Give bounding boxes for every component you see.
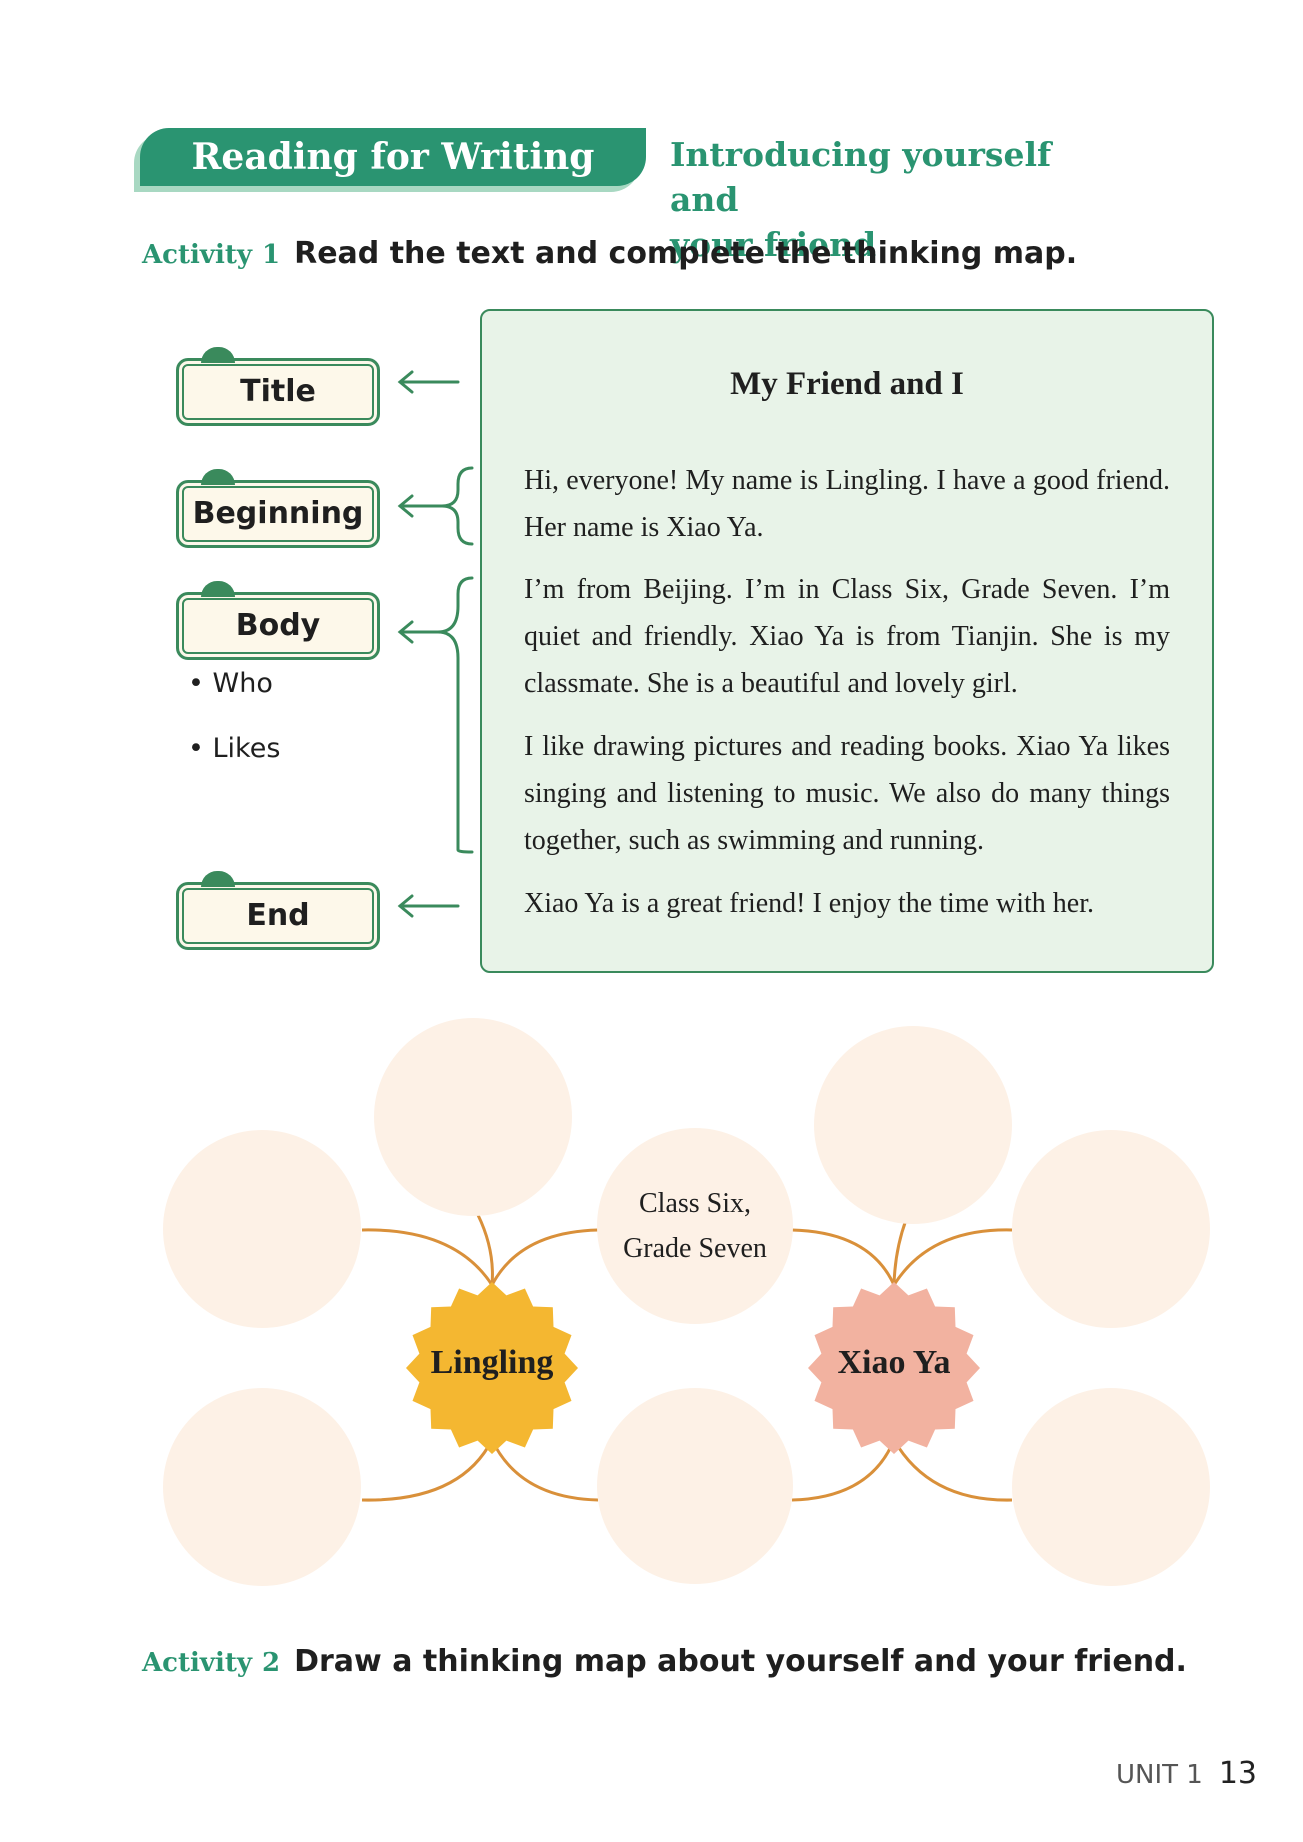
passage-paragraph-1: Hi, everyone! My name is Lingling. I hav… (524, 465, 1170, 543)
line-lingling-shared-top (490, 1228, 599, 1286)
line-lingling-lower-left (361, 1439, 494, 1502)
mind-map-lines (361, 1214, 1013, 1502)
map-label-beginning: Beginning (176, 469, 380, 548)
passage-paragraph-2: I’m from Beijing. I’m in Class Six, Grad… (524, 574, 1170, 699)
body-point-likes: • Likes (188, 733, 281, 764)
subtitle-line-2: your friend (670, 225, 877, 264)
blank-circle-top-left (374, 1018, 572, 1216)
shared-line-1: Class Six, (638, 1188, 752, 1219)
subtitle-line-1: Introducing yourself and (670, 135, 1052, 219)
section-title: Reading for Writing (140, 128, 646, 186)
end-connector (397, 894, 460, 918)
shared-line-2: Grade Seven (623, 1233, 767, 1264)
passage-paragraph-4: Xiao Ya is a great friend! I enjoy the t… (524, 888, 1094, 919)
end-arrow-line (397, 894, 460, 918)
activity-instruction: Read the text and complete the thinking … (294, 236, 1078, 271)
passage-paragraph-3: I like drawing pictures and reading book… (524, 731, 1170, 856)
activity-1-heading: Activity 1 Read the text and complete the … (142, 236, 1077, 271)
beginning-brace (441, 466, 474, 546)
activity-instruction: Draw a thinking map about yourself and y… (294, 1644, 1187, 1679)
passage-title: My Friend and I (730, 366, 964, 402)
line-lingling-top (476, 1214, 494, 1286)
xiaoya-burst (808, 1282, 980, 1454)
blank-circle-lower-left (163, 1388, 361, 1586)
line-xiaoya-upper-right (892, 1228, 1013, 1286)
map-label-body: Body (176, 581, 380, 660)
blank-circle-top-right (814, 1026, 1012, 1224)
xiaoya-label: Xiao Ya (837, 1344, 951, 1381)
line-xiaoya-lower-right (892, 1439, 1013, 1502)
section-subtitle: Introducing yourself and your friend (670, 132, 1130, 267)
map-connectors (397, 370, 474, 854)
activity-label: Activity (142, 1648, 252, 1678)
line-xiaoya-shared-top (791, 1228, 896, 1286)
shared-circle: Class Six, Grade Seven (597, 1128, 793, 1324)
body-arrow (397, 620, 440, 644)
line-xiaoya-shared-bottom (791, 1439, 896, 1502)
page-footer: UNIT 1 13 (1116, 1756, 1257, 1791)
reading-passage-panel (480, 309, 1214, 973)
blank-circle-lower-right (1012, 1388, 1210, 1586)
map-label-end: End (176, 871, 380, 950)
activity-label: Activity (142, 240, 252, 270)
activity-number: 1 (262, 240, 281, 270)
blank-circle-upper-right (1012, 1130, 1210, 1328)
blank-circle-upper-left (163, 1130, 361, 1328)
line-lingling-shared-bottom (490, 1439, 599, 1502)
page-number: 13 (1218, 1756, 1257, 1791)
lingling-burst (406, 1282, 578, 1454)
lingling-label: Lingling (430, 1344, 554, 1381)
activity-number: 2 (262, 1648, 281, 1678)
beginning-arrow (397, 494, 444, 518)
line-lingling-upper-left (361, 1228, 494, 1286)
line-xiaoya-top (892, 1219, 908, 1286)
unit-label: UNIT 1 (1115, 1760, 1203, 1790)
blank-circle-shared-bottom (597, 1388, 793, 1584)
activity-2-heading: Activity 2 Draw a thinking map about yours… (142, 1644, 1187, 1679)
body-point-who: • Who (188, 668, 273, 699)
body-brace (437, 576, 474, 854)
title-arrow (397, 370, 460, 394)
map-label-title: Title (176, 347, 380, 426)
